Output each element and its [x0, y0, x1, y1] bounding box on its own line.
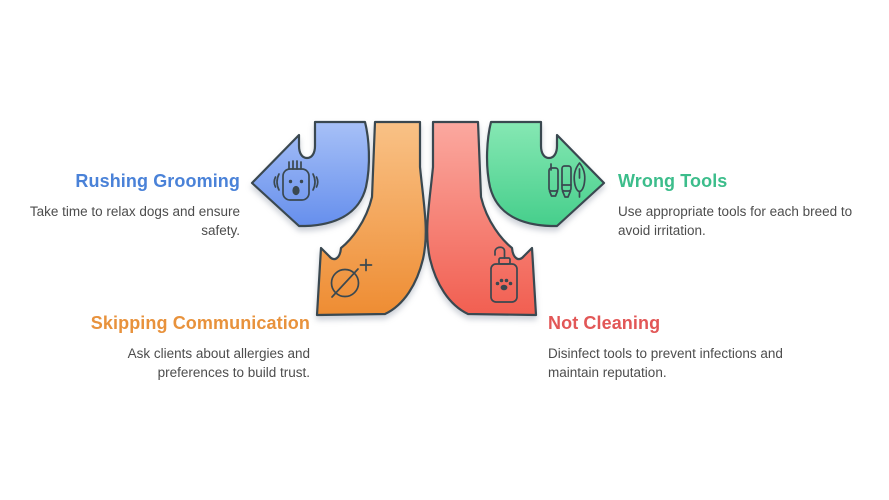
rushing-grooming-description: Take time to relax dogs and ensure safet… — [29, 204, 240, 238]
rushing-grooming-block: Rushing Grooming Take time to relax dogs… — [6, 170, 240, 240]
wrong-tools-block: Wrong Tools Use appropriate tools for ea… — [618, 170, 880, 240]
not-cleaning-title: Not Cleaning — [548, 313, 661, 333]
arrow-not-cleaning — [426, 120, 538, 317]
no-communication-icon — [330, 258, 373, 298]
skipping-communication-description: Ask clients about allergies and preferen… — [127, 346, 310, 380]
not-cleaning-description: Disinfect tools to prevent infections an… — [548, 346, 783, 380]
wrong-tools-title: Wrong Tools — [618, 171, 728, 191]
soap-dispenser-icon — [490, 246, 518, 303]
grooming-tools-icon — [548, 162, 586, 198]
rushing-grooming-title: Rushing Grooming — [75, 171, 240, 191]
arrow-skipping-communication — [315, 120, 427, 317]
shaking-dog-icon — [273, 160, 319, 201]
arrows-graphic — [250, 120, 606, 317]
skipping-communication-title: Skipping Communication — [90, 313, 310, 333]
arrow-rushing-grooming — [250, 120, 371, 228]
not-cleaning-block: Not Cleaning Disinfect tools to prevent … — [548, 312, 790, 382]
wrong-tools-description: Use appropriate tools for each breed to … — [618, 204, 853, 238]
arrow-wrong-tools — [485, 120, 606, 228]
skipping-communication-block: Skipping Communication Ask clients about… — [70, 312, 310, 382]
